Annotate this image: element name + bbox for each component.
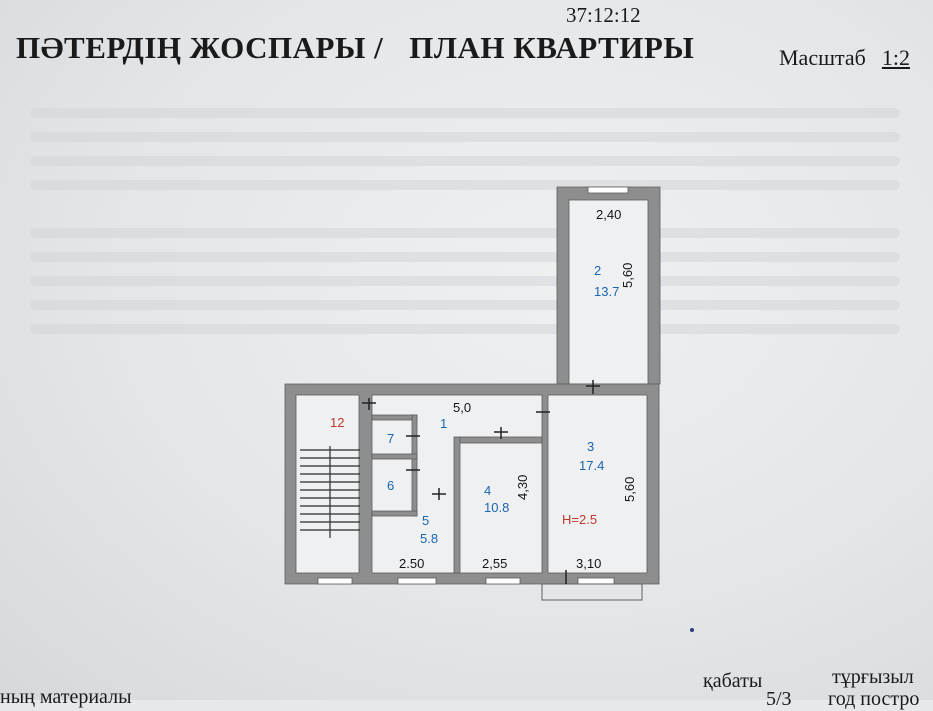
room-4-area: 10.8 xyxy=(484,500,509,515)
faded-text-line xyxy=(30,156,900,166)
room-3-area: 17.4 xyxy=(579,458,604,473)
dim-bottom-mid: 2,55 xyxy=(482,556,507,571)
room-5-area: 5.8 xyxy=(420,531,438,546)
scale-label: Масштаб xyxy=(779,45,866,70)
ceiling-height: H=2.5 xyxy=(562,512,597,527)
faded-text-line xyxy=(30,108,900,118)
scale-indicator: Масштаб 1:2 xyxy=(779,45,910,71)
faded-text-line xyxy=(30,252,900,262)
dim-bottom-right: 3,10 xyxy=(576,556,601,571)
room-1-number: 1 xyxy=(440,416,447,431)
faded-text-line xyxy=(30,324,900,334)
room-2-number: 2 xyxy=(594,263,601,278)
footer-material: ның материалы xyxy=(0,686,132,708)
faded-text-line xyxy=(30,180,900,190)
room-6-number: 6 xyxy=(387,478,394,493)
faded-text-line xyxy=(30,300,900,310)
dim-corridor: 5,0 xyxy=(453,400,471,415)
document-code: 37:12:12 xyxy=(566,3,641,27)
door-marks xyxy=(362,380,600,584)
room-7-number: 7 xyxy=(387,431,394,446)
dim-room4-length: 4,30 xyxy=(515,475,530,500)
dim-bottom-left: 2.50 xyxy=(399,556,424,571)
staircase xyxy=(300,446,360,538)
window-marks xyxy=(317,186,629,585)
page-title: ПӘТЕРДІҢ ЖОСПАРЫ / ПЛАН КВАРТИРЫ xyxy=(16,30,694,66)
faded-text-line xyxy=(30,228,900,238)
faded-text-line xyxy=(30,132,900,142)
faded-text-line xyxy=(30,276,900,286)
room-5-number: 5 xyxy=(422,513,429,528)
dim-room2-length: 5,60 xyxy=(620,263,635,288)
dim-room2-width: 2,40 xyxy=(596,207,621,222)
room-4-number: 4 xyxy=(484,483,491,498)
room-3-number: 3 xyxy=(587,439,594,454)
title-kz: ПӘТЕРДІҢ ЖОСПАРЫ / xyxy=(16,30,384,65)
footer-built: тұрғызыл xyxy=(832,666,914,688)
scale-value: 1:2 xyxy=(881,45,910,70)
footer-floor: қабаты xyxy=(703,670,763,692)
balcony xyxy=(541,583,643,601)
room-12-number: 12 xyxy=(330,415,344,430)
dim-room3-length: 5,60 xyxy=(622,477,637,502)
title-ru: ПЛАН КВАРТИРЫ xyxy=(409,30,695,65)
room-2-area: 13.7 xyxy=(594,284,619,299)
pen-dot xyxy=(690,628,694,632)
plan-walls xyxy=(284,186,661,585)
